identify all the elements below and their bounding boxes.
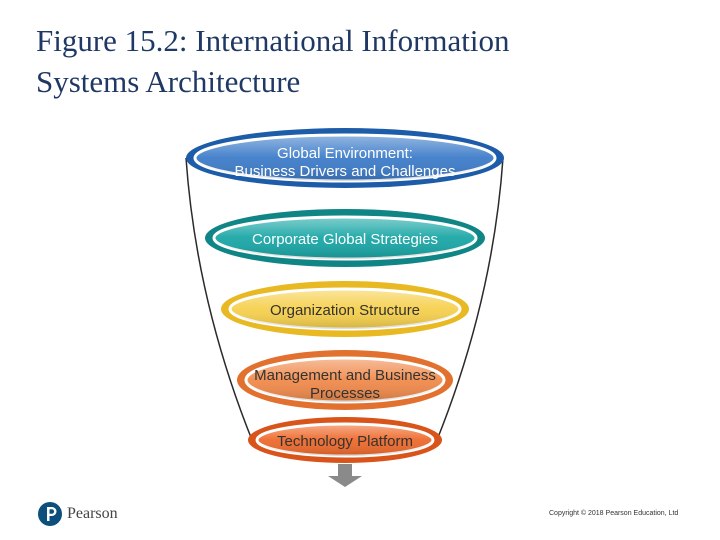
slide-title: Figure 15.2: International Information S… — [36, 20, 676, 102]
pearson-logo: Pearson — [38, 501, 118, 527]
layer-label: Corporate Global Strategies — [252, 231, 438, 248]
down-arrow-icon — [328, 464, 362, 487]
copyright-notice: Copyright © 2018 Pearson Education, Ltd — [549, 510, 679, 517]
funnel-layer-organization-structure: Organization Structure — [221, 281, 469, 337]
funnel-layer-corporate-strategies: Corporate Global Strategies — [205, 209, 485, 267]
funnel-layer-global-environment: Global Environment: Business Drivers and… — [186, 128, 504, 188]
layer-label: Technology Platform — [277, 433, 413, 450]
layer-label: Processes — [310, 385, 380, 402]
funnel-layer-technology-platform: Technology Platform — [248, 417, 442, 463]
funnel-left-outline — [185, 157, 253, 441]
pearson-p-icon — [38, 502, 62, 526]
slide-title-line2: Systems Architecture — [36, 64, 301, 99]
layer-label: Organization Structure — [270, 302, 420, 319]
layer-label: Global Environment: — [277, 145, 413, 162]
brand-name: Pearson — [67, 505, 118, 522]
funnel-layer-management-processes: Management and Business Processes — [237, 350, 453, 410]
layer-label: Business Drivers and Challenges — [235, 163, 456, 180]
slide-title-line1: Figure 15.2: International Information — [36, 23, 510, 58]
funnel-right-outline — [436, 157, 504, 441]
layer-label: Management and Business — [254, 367, 436, 384]
